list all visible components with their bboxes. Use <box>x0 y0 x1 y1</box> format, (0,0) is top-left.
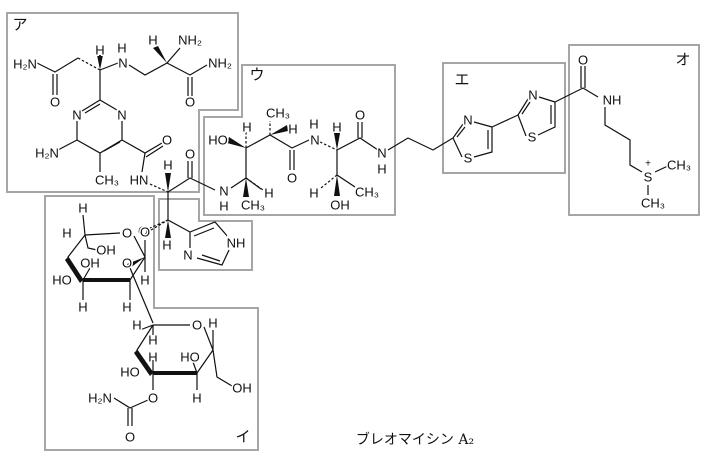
atom-label: O <box>140 225 150 240</box>
box-e <box>442 62 566 174</box>
atom-label: N <box>310 133 319 148</box>
atom-label: N <box>72 108 81 123</box>
caption: ブレオマイシン A₂ <box>356 431 474 448</box>
atom-label: CH₃ <box>667 158 691 173</box>
atom-label: H <box>264 186 273 201</box>
charge-label: + <box>645 159 651 170</box>
fragment-label-u: ウ <box>249 67 264 84</box>
atom-label: OH <box>80 256 100 271</box>
atom-label: H <box>62 226 71 241</box>
box-histidine <box>158 198 253 271</box>
fragment-a-labels: ア H₂N O H H N H NH₂ NH₂ O N N H₂N CH₃ O <box>11 15 233 189</box>
atom-label: H <box>148 350 157 365</box>
atom-label: H₂N <box>13 57 37 72</box>
atom-label: H <box>132 318 141 333</box>
box-o <box>568 44 700 216</box>
atom-label: H <box>140 273 149 288</box>
atom-label: HO <box>180 350 200 365</box>
atom-label: H <box>309 117 318 132</box>
fragment-boxes <box>6 12 700 451</box>
box-u <box>203 64 396 216</box>
atom-label: S <box>644 170 653 185</box>
atom-label: CH₃ <box>266 106 290 121</box>
atom-label: H <box>242 120 251 135</box>
atom-label: H <box>162 238 171 253</box>
atom-label: O <box>122 256 132 271</box>
atom-label: N <box>528 88 537 103</box>
atom-label: HO <box>120 365 140 380</box>
atom-label: N <box>118 56 127 71</box>
fragment-i-labels: イ H O O H OH OH O HO H H H H H O H H HO … <box>51 199 254 447</box>
fragment-o-labels: オ O NH + S CH₃ CH₃ <box>576 50 692 212</box>
atom-label: NH₂ <box>208 56 232 71</box>
atom-label: O <box>162 133 172 148</box>
atom-label: H <box>148 33 157 48</box>
atom-label: H <box>78 201 87 216</box>
atom-label: H₂N <box>88 391 112 406</box>
atom-label: H <box>95 43 104 58</box>
atom-label: O <box>578 53 588 68</box>
atom-label: H <box>117 41 126 56</box>
atom-label: O <box>185 147 195 162</box>
atom-label: OH <box>96 243 116 258</box>
atom-label: HO <box>52 273 72 288</box>
atom-label: H <box>122 300 131 315</box>
atom-label: H <box>78 300 87 315</box>
fragment-label-e: エ <box>454 72 469 89</box>
atom-label: H₂N <box>35 146 59 161</box>
atom-label: O <box>355 108 365 123</box>
atom-label: N <box>219 184 228 199</box>
atom-label: S <box>464 151 473 166</box>
box-i <box>44 195 259 451</box>
atom-label: CH₃ <box>241 198 265 213</box>
atom-label: O <box>50 95 60 110</box>
atom-label: H <box>208 316 217 331</box>
atom-label: O <box>192 318 202 333</box>
fragment-label-o: オ <box>675 52 690 69</box>
fragment-label-i: イ <box>235 429 250 446</box>
atom-label: O <box>122 226 132 241</box>
atom-label: O <box>185 95 195 110</box>
atom-label: N <box>117 108 126 123</box>
fragment-label-a: ア <box>12 17 27 34</box>
fragment-u-labels: ウ HO H CH₃ H H N H O O N H N H CH₃ H H C… <box>207 65 388 215</box>
atom-label: HN <box>130 173 149 188</box>
atom-label: O <box>125 430 135 445</box>
atom-label: CH₃ <box>355 185 379 200</box>
atom-label: H <box>192 391 201 406</box>
atom-label: NH <box>603 93 622 108</box>
histidine-labels: N NH <box>182 234 247 264</box>
atom-label: N <box>377 146 386 161</box>
atom-label: H <box>219 199 228 214</box>
atom-label: N <box>463 113 472 128</box>
atom-label: S <box>528 130 537 145</box>
box-a <box>6 12 239 193</box>
atom-label: H <box>332 120 341 135</box>
atom-label: HO <box>208 133 228 148</box>
atom-label: O <box>148 391 158 406</box>
atom-label: OH <box>232 381 252 396</box>
atom-label: O <box>287 171 297 186</box>
atom-label: NH <box>227 236 246 251</box>
atom-label: CH₃ <box>641 196 665 211</box>
bonds <box>36 46 671 426</box>
atom-label: H <box>288 122 297 137</box>
atom-label: H <box>309 186 318 201</box>
atom-label: NH₂ <box>178 33 202 48</box>
atom-label: N <box>183 248 192 263</box>
atom-label: H <box>377 162 386 177</box>
atom-label: OH <box>330 198 350 213</box>
atom-label: CH₃ <box>95 173 119 188</box>
fragment-e-labels: エ N S N S <box>453 70 539 167</box>
atom-label: O <box>138 224 148 239</box>
atom-label: H <box>163 158 172 173</box>
central-labels: HN H O O H <box>128 145 196 254</box>
atom-label: H <box>148 333 157 348</box>
